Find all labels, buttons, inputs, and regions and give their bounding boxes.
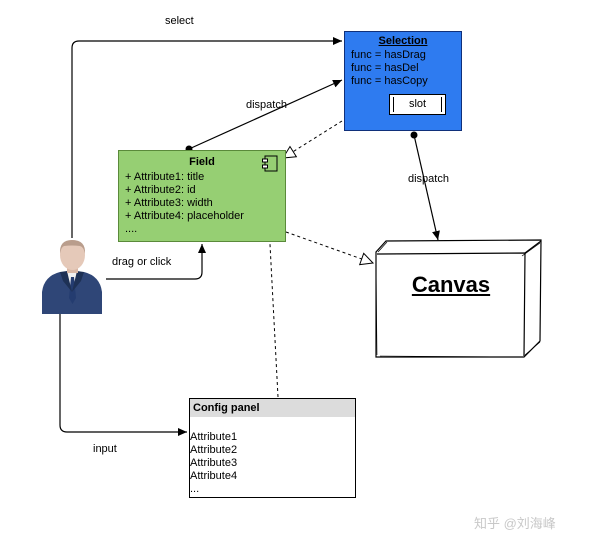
config-attribute: ... [190,483,200,495]
config-panel-node: Config panel Attribute1 Attribute2 Attri… [189,398,356,498]
field-attribute: + Attribute1: title [125,171,205,183]
selection-attribute: func = hasCopy [351,75,428,87]
field-attribute: + Attribute2: id [125,184,196,196]
edge-dispatch-canvas [413,134,440,241]
edge-dashed-field-canvas [285,231,373,263]
config-panel-header [190,399,355,417]
user-icon [42,240,102,314]
component-icon [262,155,278,172]
watermark: 知乎 @刘海峰 [474,516,556,531]
field-attribute: + Attribute3: width [125,197,213,209]
edge-dashed-config-field [266,168,279,398]
edge-label-input: input [93,443,117,455]
edge-dispatch-canvas-origin [410,131,418,139]
field-attribute: + Attribute4: placeholder [125,210,244,222]
canvas-node [375,239,542,358]
config-panel-title: Config panel [193,402,260,414]
field-node: Field + Attribute1: title + Attribute2: … [118,150,286,242]
canvas-title: Canvas [411,272,491,297]
edge-label-dispatch-field: dispatch [246,99,287,111]
field-attribute: .... [125,223,138,235]
edge-label-select: select [165,15,194,27]
config-attribute: Attribute4 [190,470,238,482]
edge-dispatch-field [188,79,343,150]
config-attribute: Attribute1 [190,431,238,443]
edge-select [71,37,342,238]
edge-label-drag-or-click: drag or click [112,256,172,268]
selection-title: Selection [378,35,428,47]
slot-element: slot [389,94,446,115]
selection-attribute: func = hasDrag [351,49,426,61]
selection-attribute: func = hasDel [351,62,419,74]
edge-input [59,312,187,436]
config-attribute: Attribute2 [190,444,238,456]
selection-node: Selection func = hasDrag func = hasDel f… [344,31,462,131]
config-attribute: Attribute3 [190,457,238,469]
edge-label-dispatch-canvas: dispatch [408,173,449,185]
field-title: Field [189,156,215,168]
edge-dashed-selection-field [283,120,343,158]
edge-drag-or-click [106,244,206,280]
